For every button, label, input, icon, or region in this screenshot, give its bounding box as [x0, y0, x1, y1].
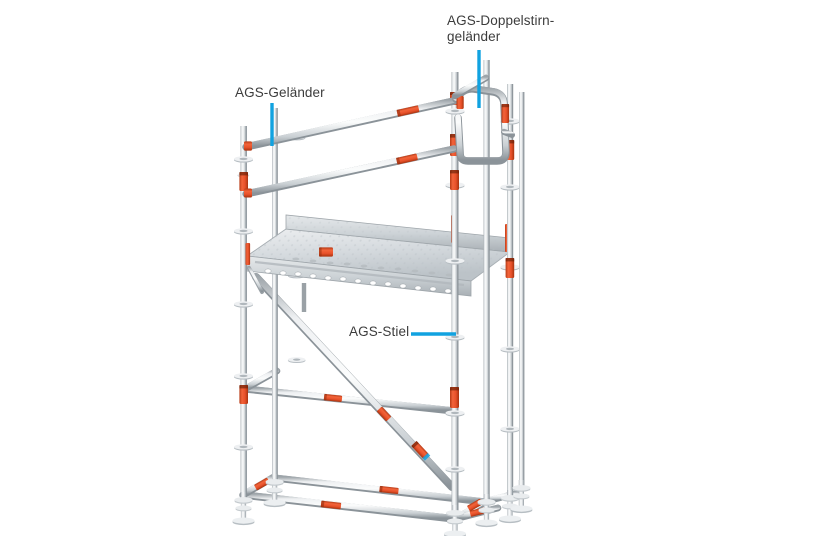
mid-ledgers — [241, 367, 458, 415]
coupler-orange — [320, 500, 342, 510]
deck-slots — [292, 257, 453, 277]
double-end-guardrail-frame[interactable] — [452, 85, 510, 165]
callout-leader-lines — [270, 50, 481, 336]
coupler-orange — [239, 172, 248, 191]
platform-deck — [245, 214, 512, 312]
coupler-orange — [377, 406, 391, 422]
coupler-orange — [456, 96, 464, 109]
callout-label-line1: AGS-Doppelstirn- — [447, 13, 555, 28]
top-transom-right — [451, 74, 490, 100]
base-ledger-back — [270, 474, 489, 506]
guardrail-lower[interactable] — [242, 145, 458, 198]
diagonal-brace — [252, 273, 456, 491]
coupler-orange — [505, 258, 515, 278]
coupler-orange — [379, 485, 399, 495]
callout-label-gelaender: AGS-Geländer — [235, 85, 325, 100]
coupler-orange — [411, 440, 431, 461]
base-frame — [239, 473, 523, 523]
coupler-orange — [254, 477, 270, 491]
post-left-back — [263, 108, 306, 508]
coupler-orange — [396, 153, 418, 165]
post-right-back — [475, 60, 498, 528]
callout-label-line2: geländer — [447, 29, 501, 44]
coupler-orange — [239, 385, 248, 404]
callout-label-stiel: AGS-Stiel — [349, 324, 410, 339]
guardrail-end-fitting — [244, 188, 252, 198]
coupler-orange — [501, 104, 510, 123]
post-far-right-back — [510, 92, 533, 514]
mid-transom-left — [241, 367, 281, 393]
deck-end-strap-left — [245, 243, 251, 265]
base-ledger-front — [239, 491, 459, 523]
coupler-orange — [450, 387, 459, 408]
end-frame-link-tube — [501, 128, 515, 138]
post-left-front — [232, 126, 255, 526]
callout-label-doppelstirngelaender: AGS-Doppelstirn-geländer — [447, 13, 554, 45]
deck-perforations — [264, 268, 452, 294]
mid-ledger-front — [241, 385, 458, 415]
guardrail-end-fitting — [244, 141, 252, 151]
coupler-orange — [323, 393, 343, 403]
guardrail-upper[interactable] — [242, 97, 458, 151]
coupler-orange — [319, 247, 333, 257]
coupler-orange — [450, 170, 459, 190]
coupler-orange — [396, 105, 420, 117]
